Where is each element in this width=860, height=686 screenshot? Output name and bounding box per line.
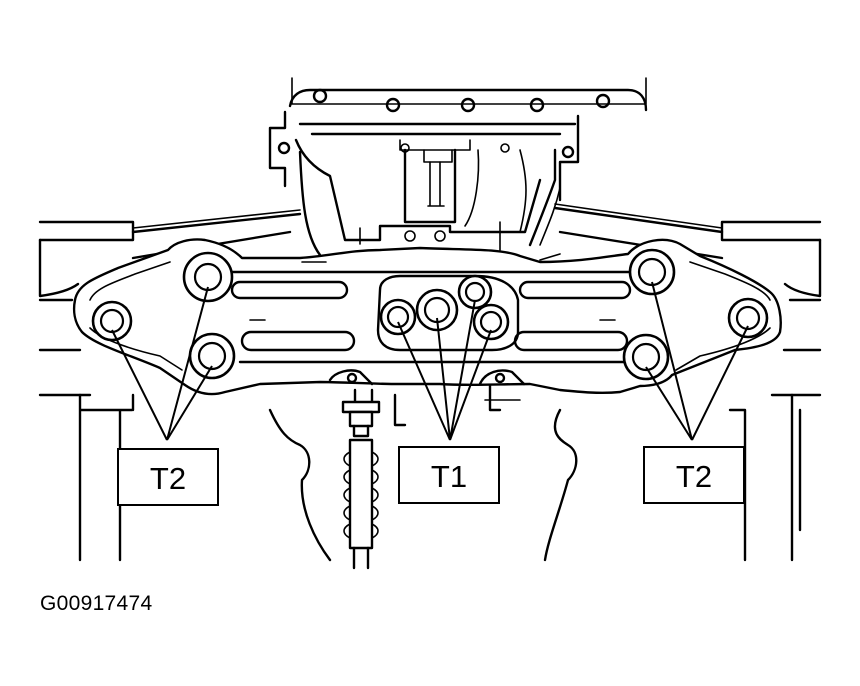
- callout-box-left: [117, 448, 219, 506]
- bolt-left-lower: [188, 332, 236, 380]
- callout-t1-center: T1: [398, 446, 500, 504]
- transmission-housing: [268, 77, 648, 257]
- leader-lines: [111, 281, 749, 441]
- callout-label-right: T2: [676, 459, 712, 494]
- bolt-center-3: [457, 274, 493, 310]
- bolt-center-2: [415, 288, 459, 332]
- callout-label-center: T1: [431, 459, 467, 494]
- bolt-right-outer: [727, 297, 769, 339]
- bolt-center-1: [379, 298, 417, 336]
- callout-t2-left: T2: [117, 448, 219, 506]
- callout-t2-right: T2: [643, 446, 745, 504]
- figure-id: G00917474: [40, 592, 153, 615]
- callout-label-left: T2: [150, 461, 186, 496]
- callout-box-right: [643, 446, 745, 504]
- bolts: [91, 248, 769, 381]
- callout-box-center: [398, 446, 500, 504]
- bolt-right-lower: [622, 333, 670, 381]
- bolt-left-outer: [91, 300, 133, 342]
- bolt-center-4: [472, 303, 510, 341]
- bolt-right-upper: [628, 248, 676, 296]
- shift-cable-boot: [341, 388, 381, 570]
- bolt-left-upper: [182, 251, 234, 303]
- lower-body: [268, 383, 578, 562]
